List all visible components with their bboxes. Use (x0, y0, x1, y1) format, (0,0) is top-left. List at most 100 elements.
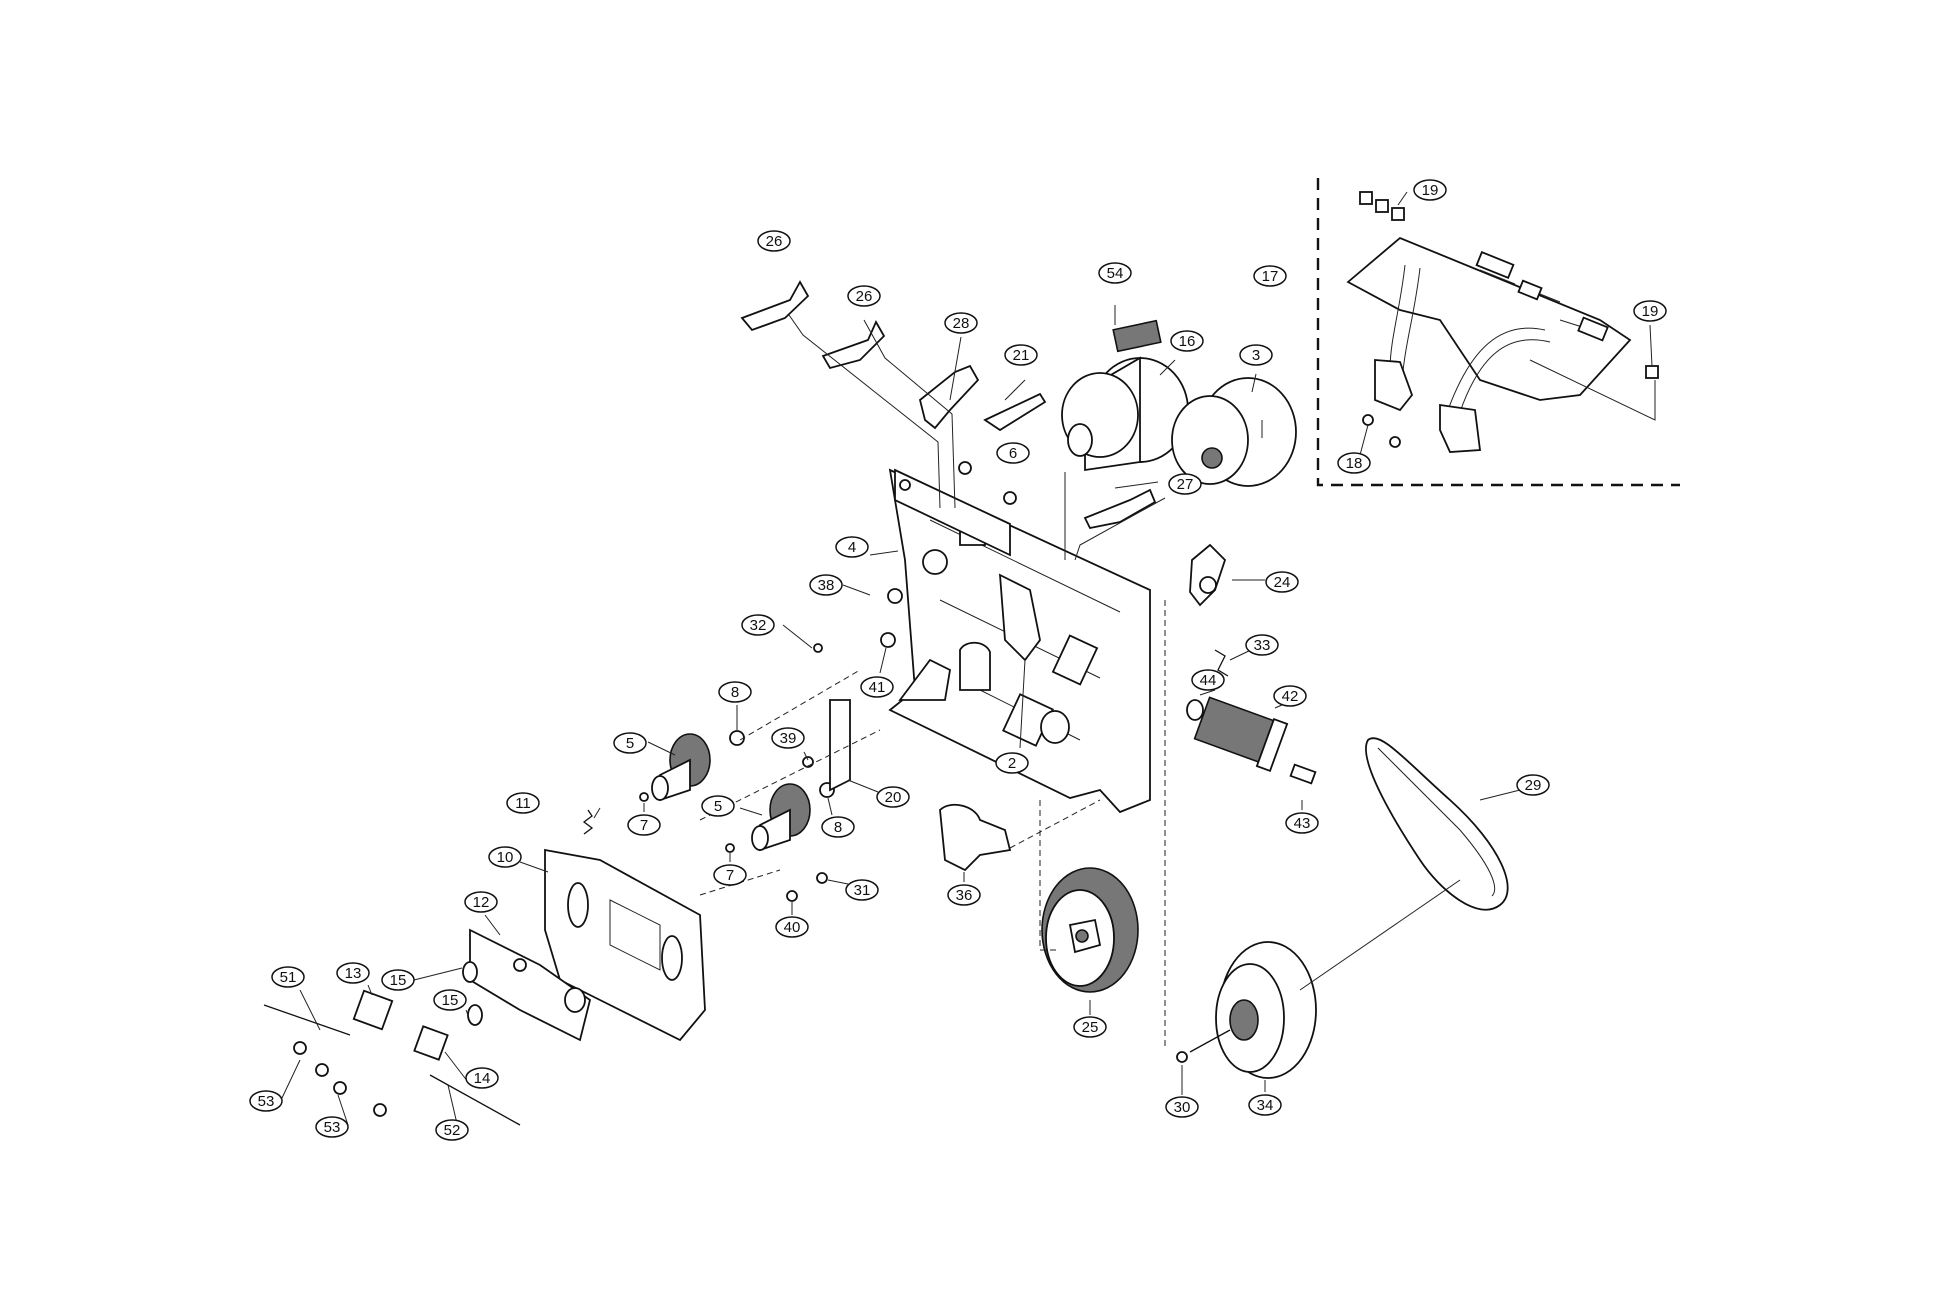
callout-53b: 53 (316, 1117, 348, 1137)
leader-10 (520, 862, 548, 872)
screws-53 (294, 1042, 386, 1116)
spring-15a (463, 962, 477, 982)
part-54-block (1113, 321, 1161, 352)
callout-40: 40 (776, 917, 808, 937)
connector-19b (1376, 200, 1388, 212)
motor-3-face (1172, 396, 1248, 484)
motor-16 (1062, 358, 1188, 470)
subplate-slot-1 (568, 883, 588, 927)
callout-39-text: 39 (780, 730, 797, 747)
pcb-inset (1318, 178, 1680, 485)
callout-3-text: 3 (1252, 347, 1260, 364)
callout-17: 17 (1254, 266, 1286, 286)
callout-13: 13 (337, 963, 369, 983)
callout-15b-text: 15 (442, 992, 459, 1009)
callout-40-text: 40 (784, 919, 801, 936)
part-21 (985, 394, 1045, 430)
leader-12 (485, 915, 500, 935)
callout-20-text: 20 (885, 789, 902, 806)
flex-connector-2 (1440, 405, 1480, 452)
callout-54-text: 54 (1107, 265, 1124, 282)
connector-18a (1363, 415, 1373, 425)
leader-5b (740, 808, 762, 815)
head-bracket-hole (514, 959, 526, 971)
leader-41 (880, 648, 886, 673)
pinch-roller (960, 643, 990, 690)
part-26b (823, 322, 884, 368)
washer-40 (787, 891, 797, 901)
washer-7a (640, 793, 648, 801)
spring-32 (814, 644, 822, 652)
washer-8a (730, 731, 744, 745)
bracket-hole-1 (900, 480, 910, 490)
callout-36-text: 36 (956, 887, 973, 904)
callout-29: 29 (1517, 775, 1549, 795)
callout-6-text: 6 (1009, 445, 1017, 462)
head-bracket-boss (565, 988, 585, 1012)
callout-44: 44 (1192, 670, 1224, 690)
callout-15a-text: 15 (390, 972, 407, 989)
screw-6a (959, 462, 971, 474)
callout-34-text: 34 (1257, 1097, 1274, 1114)
callout-30-text: 30 (1174, 1099, 1191, 1116)
callout-2: 2 (996, 753, 1028, 773)
callout-11: 11 (507, 793, 539, 813)
callout-21: 21 (1005, 345, 1037, 365)
connector-19d (1646, 366, 1658, 378)
leader-14 (445, 1052, 468, 1082)
leader-34-belt (1300, 880, 1460, 990)
leader-44 (1200, 690, 1215, 695)
callout-5b: 5 (702, 796, 734, 816)
lever-20 (830, 700, 850, 790)
washer-30 (1177, 1052, 1187, 1062)
callout-38: 38 (810, 575, 842, 595)
leader-29 (1480, 790, 1520, 800)
part-24-pivot (1200, 577, 1216, 593)
callout-26a-text: 26 (766, 233, 783, 250)
leader-27 (1115, 482, 1158, 488)
leader-5a (648, 742, 675, 755)
leader-19b (1650, 325, 1652, 366)
capstan-flywheel-34 (1190, 942, 1316, 1078)
callout-29-text: 29 (1525, 777, 1542, 794)
callout-42-text: 42 (1282, 688, 1299, 705)
callout-25: 25 (1074, 1017, 1106, 1037)
callout-52-text: 52 (444, 1122, 461, 1139)
callout-24-text: 24 (1274, 574, 1291, 591)
callout-33-text: 33 (1254, 637, 1271, 654)
motor-3 (1172, 378, 1296, 486)
motor-3-gear (1202, 448, 1222, 468)
leader-19a (1398, 192, 1407, 205)
callout-12: 12 (465, 892, 497, 912)
callout-5a-text: 5 (626, 735, 634, 752)
callout-30: 30 (1166, 1097, 1198, 1117)
leader-32 (783, 625, 812, 648)
callout-4: 4 (836, 537, 868, 557)
callout-4-text: 4 (848, 539, 856, 556)
callout-10-text: 10 (497, 849, 514, 866)
screw-6b (1004, 492, 1016, 504)
callout-26a: 26 (758, 231, 790, 251)
callout-54: 54 (1099, 263, 1131, 283)
callout-7a: 7 (628, 815, 660, 835)
callout-33: 33 (1246, 635, 1278, 655)
plunger-44 (1187, 700, 1203, 720)
callout-15a: 15 (382, 970, 414, 990)
motor-16-shaft (1068, 424, 1092, 456)
callout-10: 10 (489, 847, 521, 867)
head-14 (414, 1026, 447, 1059)
callout-16-text: 16 (1179, 333, 1196, 350)
callout-27-text: 27 (1177, 476, 1194, 493)
lever-piece (900, 660, 950, 700)
callout-26b-text: 26 (856, 288, 873, 305)
callout-42: 42 (1274, 686, 1306, 706)
callout-41-text: 41 (869, 679, 886, 696)
head-13 (354, 991, 392, 1029)
screw-53a (294, 1042, 306, 1054)
wire-51 (264, 1005, 350, 1035)
leader-51 (300, 990, 320, 1030)
alignment-line-36 (1010, 800, 1100, 848)
callout-18-text: 18 (1346, 455, 1363, 472)
leader-53a (282, 1060, 300, 1098)
callout-19b: 19 (1634, 301, 1666, 321)
